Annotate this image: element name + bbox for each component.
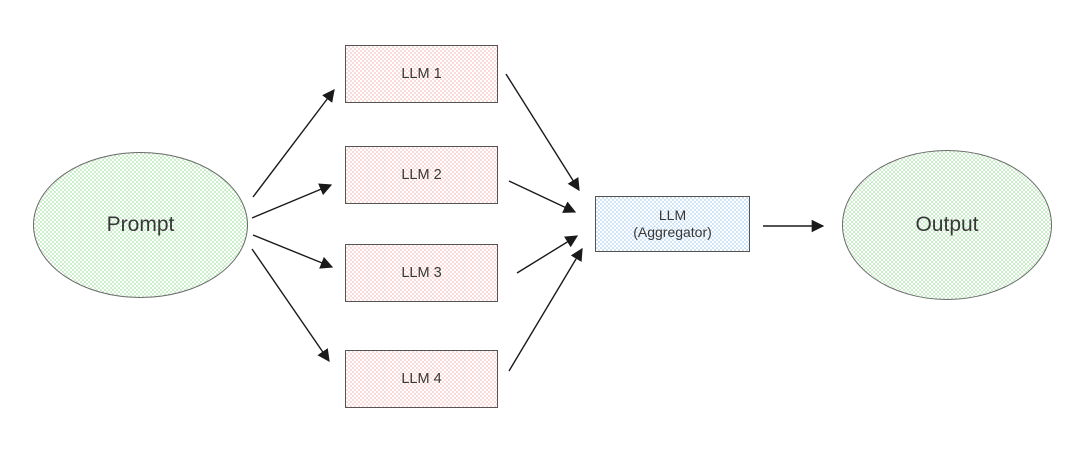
node-llm-1: LLM 1 <box>345 45 498 103</box>
arrow-llm3-to-aggregator <box>516 235 579 274</box>
node-llm-aggregator-label: LLM (Aggregator) <box>633 207 712 242</box>
node-llm-3: LLM 3 <box>345 244 498 302</box>
arrow-prompt-to-llm1 <box>252 88 335 198</box>
node-llm-2-label: LLM 2 <box>401 167 442 183</box>
node-llm-3-label: LLM 3 <box>401 265 442 281</box>
arrow-llm4-to-aggregator <box>508 247 583 372</box>
node-llm-aggregator-label-line2: (Aggregator) <box>633 224 712 240</box>
node-llm-4-label: LLM 4 <box>401 371 442 387</box>
node-prompt-label: Prompt <box>106 213 175 236</box>
arrow-llm2-to-aggregator <box>508 180 577 213</box>
node-llm-4: LLM 4 <box>345 350 498 408</box>
arrow-prompt-to-llm2 <box>251 183 333 219</box>
arrow-prompt-to-llm4 <box>251 248 330 363</box>
node-llm-aggregator: LLM (Aggregator) <box>595 196 750 252</box>
node-prompt: Prompt <box>33 152 248 298</box>
node-llm-aggregator-label-line1: LLM <box>658 206 687 223</box>
node-llm-2: LLM 2 <box>345 146 498 204</box>
node-output-label: Output <box>915 213 979 236</box>
node-output: Output <box>842 150 1052 300</box>
arrow-llm1-to-aggregator <box>505 73 580 192</box>
node-llm-1-label: LLM 1 <box>401 66 442 82</box>
arrow-prompt-to-llm3 <box>252 234 334 269</box>
